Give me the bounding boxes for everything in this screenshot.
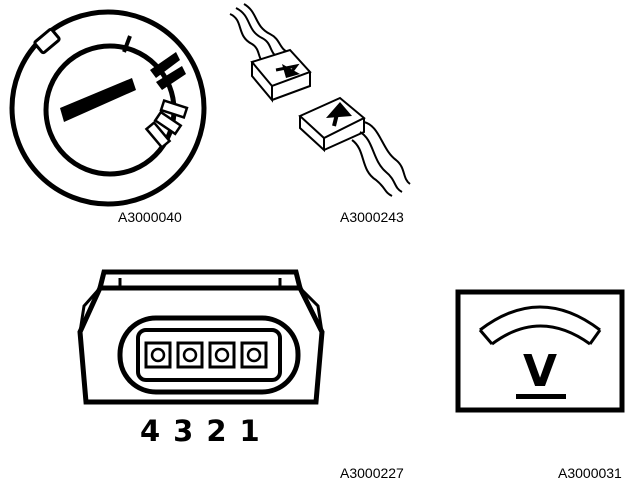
- connector-pin-numbers: 4321: [140, 414, 273, 448]
- ignition-switch-icon: [9, 9, 207, 207]
- plug-connector-pair-icon: [229, 3, 411, 197]
- pin-socket-4: [144, 341, 172, 369]
- position-1-marker: [122, 35, 132, 53]
- figure-label-ignition-switch: A3000040: [118, 209, 182, 225]
- figure-label-voltmeter: A3000031: [558, 465, 622, 481]
- pin-socket-2: [208, 341, 236, 369]
- figure-label-connector-pair: A3000243: [340, 209, 404, 225]
- upper-plug: [250, 48, 312, 103]
- voltmeter-icon: V: [455, 289, 625, 413]
- pin-socket-3: [176, 341, 204, 369]
- position-0-marker: [33, 27, 61, 55]
- lower-wire-bundle: [351, 121, 411, 197]
- voltmeter-unit-symbol: V: [523, 346, 557, 397]
- connector-block-icon: [77, 269, 325, 405]
- voltmeter-underline: [516, 394, 566, 399]
- position-3-marker: [144, 98, 189, 150]
- figure-label-connector-block: A3000227: [340, 465, 404, 481]
- pin-socket-1: [240, 341, 268, 369]
- position-2-marker: [150, 52, 186, 90]
